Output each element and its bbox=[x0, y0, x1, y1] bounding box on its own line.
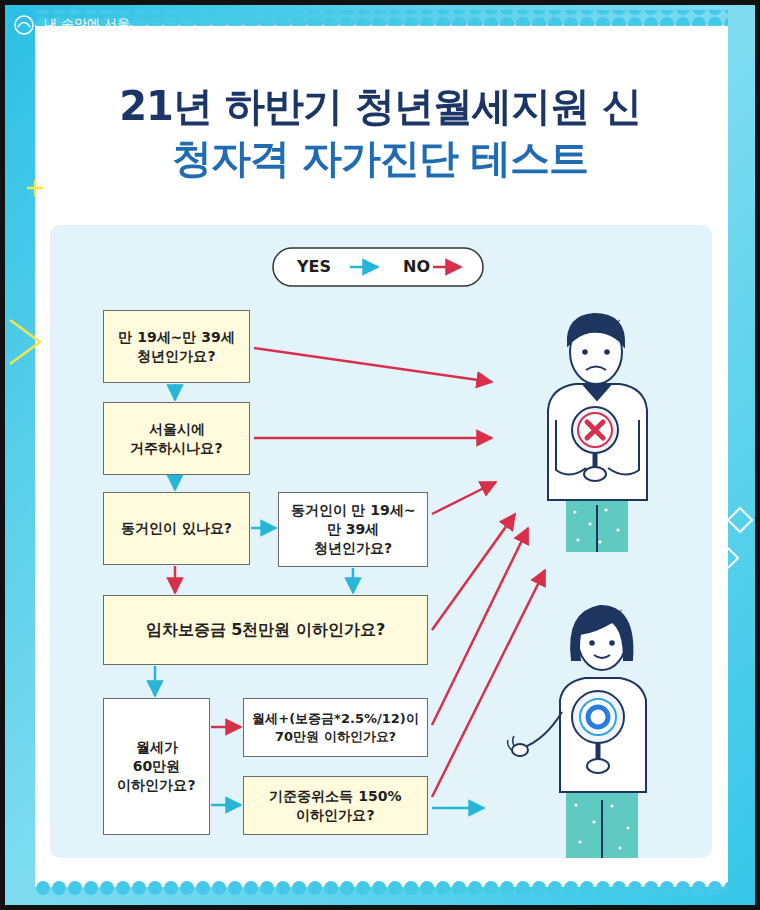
approved-woman-figure bbox=[508, 606, 646, 858]
question-box: 동거인이 있나요? bbox=[103, 492, 250, 565]
question-box: 월세가 60만원 이하인가요? bbox=[103, 698, 210, 835]
question-text: 동거인이 있나요? bbox=[121, 519, 232, 538]
question-box: 동거인이 만 19세~ 만 39세 청년인가요? bbox=[278, 492, 428, 567]
flow-arrow bbox=[352, 568, 355, 593]
seoul-logo bbox=[15, 16, 33, 34]
rejected-man-figure bbox=[548, 314, 647, 552]
question-text: 동거인이 만 19세~ 만 39세 청년인가요? bbox=[287, 501, 419, 558]
question-text: 임차보증금 5천만원 이하인가요? bbox=[146, 619, 386, 641]
question-box: 기준중위소득 150% 이하인가요? bbox=[243, 776, 428, 835]
question-box: 만 19세~만 39세 청년인가요? bbox=[103, 310, 250, 383]
flow-arrow bbox=[211, 726, 241, 729]
flow-arrow bbox=[174, 384, 177, 400]
cyan-frame bbox=[5, 5, 755, 905]
question-text: 기준중위소득 150% 이하인가요? bbox=[252, 787, 419, 825]
top-scallop bbox=[35, 10, 728, 26]
yes-arrow-sample bbox=[350, 266, 378, 269]
watermark: 내 손안에 서울 bbox=[44, 15, 130, 33]
diamond-deco bbox=[728, 548, 738, 568]
question-box: 임차보증금 5천만원 이하인가요? bbox=[103, 595, 428, 665]
flow-panel bbox=[50, 225, 712, 858]
chevron-deco bbox=[10, 320, 40, 364]
seoul-logo-mark bbox=[18, 23, 30, 28]
question-box: 서울시에 거주하시나요? bbox=[103, 402, 250, 475]
bottom-scallop bbox=[35, 880, 728, 896]
diamond-deco bbox=[728, 508, 752, 532]
question-text: 월세가 60만원 이하인가요? bbox=[112, 738, 201, 795]
title: 21년 하반기 청년월세지원 신청자격 자가진단 테스트 bbox=[110, 80, 650, 184]
flow-arrow bbox=[211, 804, 241, 807]
plus-deco bbox=[27, 180, 43, 196]
legend-text: YES bbox=[297, 257, 331, 276]
question-text: 서울시에 거주하시나요? bbox=[112, 420, 241, 458]
question-box: 월세+(보증금*2.5%/12)이 70만원 이하인가요? bbox=[243, 698, 428, 757]
no-arrow-sample bbox=[433, 266, 461, 269]
white-panel bbox=[35, 25, 728, 887]
legend-text: NO bbox=[403, 257, 430, 276]
flow-arrow bbox=[154, 666, 157, 696]
question-text: 월세+(보증금*2.5%/12)이 70만원 이하인가요? bbox=[252, 710, 419, 745]
legend-pill bbox=[273, 248, 483, 286]
flow-arrow bbox=[174, 566, 177, 593]
flow-arrow bbox=[251, 527, 276, 530]
flow-arrow bbox=[174, 476, 177, 490]
question-text: 만 19세~만 39세 청년인가요? bbox=[112, 328, 241, 366]
